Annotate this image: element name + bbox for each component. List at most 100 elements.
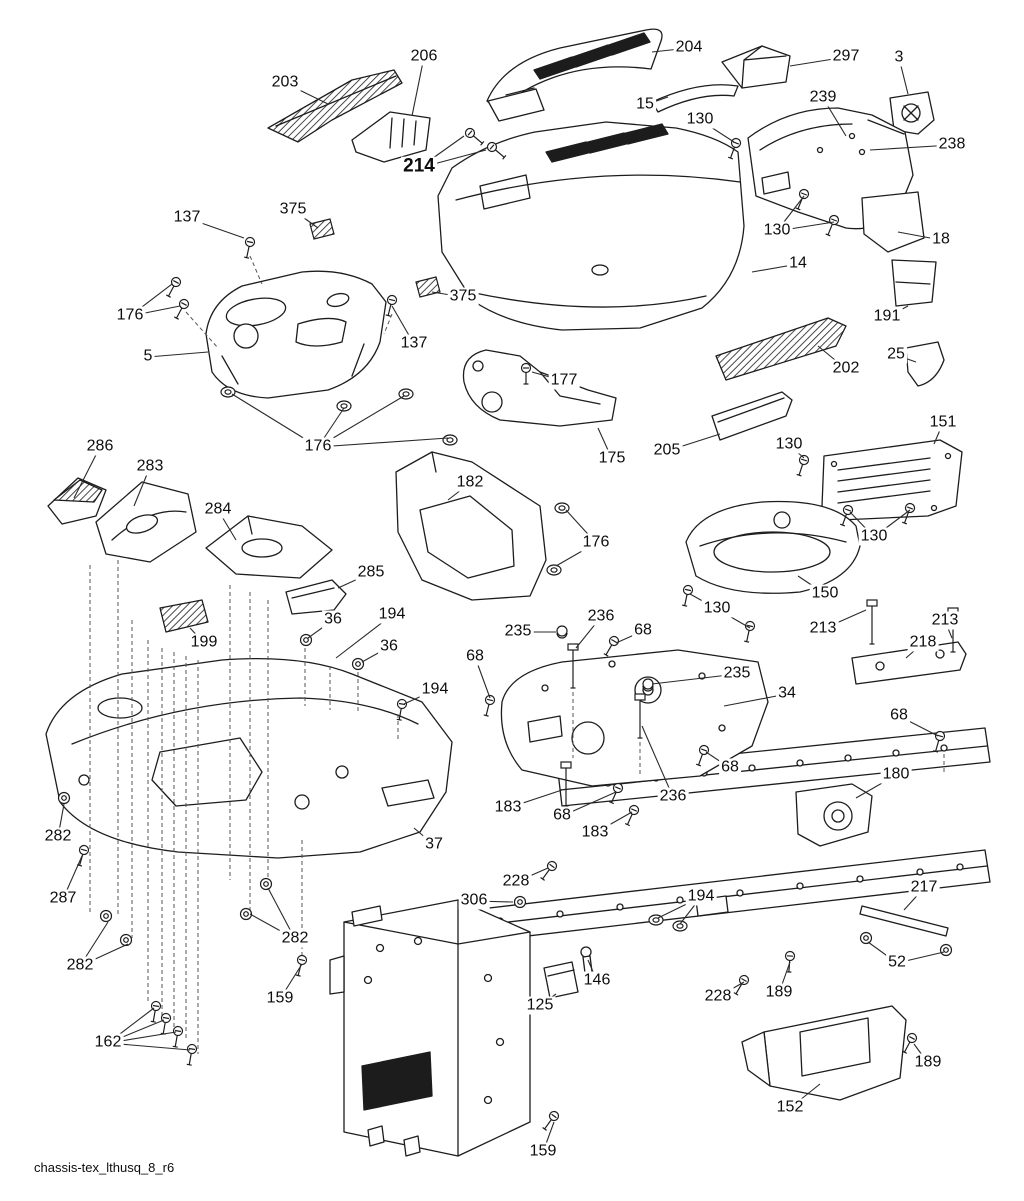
drawing-id-label: chassis-tex_lthusq_8_r6 <box>34 1160 175 1175</box>
part-callout-203: 203 <box>269 73 301 92</box>
part-callout-159: 159 <box>527 1142 559 1161</box>
part-callout-15: 15 <box>634 95 656 114</box>
part-callout-68: 68 <box>888 706 910 725</box>
part-callout-146: 146 <box>581 971 613 990</box>
part-callout-68: 68 <box>551 806 573 825</box>
part-150-fan-housing <box>685 500 861 594</box>
part-callout-137: 137 <box>398 334 430 353</box>
part-callout-159: 159 <box>264 989 296 1008</box>
part-callout-68: 68 <box>719 758 741 777</box>
part-202-grille-strip <box>715 317 847 381</box>
part-callout-236: 236 <box>657 787 689 806</box>
part-callout-125: 125 <box>524 996 556 1015</box>
part-callout-213: 213 <box>929 611 961 630</box>
part-25-bracket <box>905 341 945 387</box>
part-callout-284: 284 <box>202 500 234 519</box>
part-callout-235: 235 <box>502 622 534 641</box>
part-217-link-rod <box>859 905 949 937</box>
part-callout-137: 137 <box>171 208 203 227</box>
part-callout-228: 228 <box>500 872 532 891</box>
part-204-grille <box>486 28 663 122</box>
part-callout-206: 206 <box>408 47 440 66</box>
part-callout-238: 238 <box>936 135 968 154</box>
part-callout-130: 130 <box>761 221 793 240</box>
part-180-bracket <box>795 783 873 847</box>
part-callout-191: 191 <box>871 307 903 326</box>
part-callout-375: 375 <box>277 200 309 219</box>
part-callout-236: 236 <box>585 607 617 626</box>
part-206-bracket <box>351 111 431 163</box>
part-191-panel <box>891 259 937 307</box>
part-callout-218: 218 <box>907 633 939 652</box>
part-callout-228: 228 <box>702 987 734 1006</box>
part-callout-306: 306 <box>458 891 490 910</box>
part-callout-189: 189 <box>763 983 795 1002</box>
part-callout-36: 36 <box>378 637 400 656</box>
part-callout-282: 282 <box>42 827 74 846</box>
part-callout-194: 194 <box>419 680 451 699</box>
part-callout-68: 68 <box>464 647 486 666</box>
part-callout-205: 205 <box>651 441 683 460</box>
part-callout-176: 176 <box>114 306 146 325</box>
part-callout-282: 282 <box>279 929 311 948</box>
part-125-cover <box>543 961 579 999</box>
part-callout-150: 150 <box>809 584 841 603</box>
part-callout-68: 68 <box>632 621 654 640</box>
part-218-support-bar <box>851 641 967 685</box>
part-callout-235: 235 <box>721 664 753 683</box>
part-callout-204: 204 <box>673 38 705 57</box>
part-callout-183: 183 <box>492 798 524 817</box>
part-callout-162: 162 <box>92 1033 124 1052</box>
part-callout-182: 182 <box>454 473 486 492</box>
part-callout-282: 282 <box>64 956 96 975</box>
part-callout-286: 286 <box>84 437 116 456</box>
part-callout-37: 37 <box>423 835 445 854</box>
part-182-panel <box>395 451 547 601</box>
leader-line <box>641 725 674 798</box>
part-callout-239: 239 <box>807 88 839 107</box>
part-callout-36: 36 <box>322 610 344 629</box>
part-284-fender-cap <box>205 515 333 579</box>
part-callout-151: 151 <box>927 413 959 432</box>
part-callout-14: 14 <box>787 254 809 273</box>
leader-line <box>147 351 209 358</box>
part-callout-177: 177 <box>548 371 580 390</box>
part-5-dash-panel <box>205 270 387 399</box>
leader-line <box>411 56 425 117</box>
part-frame-front-section <box>329 899 531 1157</box>
part-callout-194: 194 <box>685 887 717 906</box>
part-callout-214: 214 <box>401 155 437 178</box>
part-callout-189: 189 <box>912 1053 944 1072</box>
assembly-alignment-lines <box>89 255 945 1054</box>
part-callout-5: 5 <box>141 347 155 366</box>
part-203-shaft-cover <box>267 69 403 143</box>
part-152-battery-box <box>741 1005 907 1101</box>
part-callout-130: 130 <box>701 599 733 618</box>
part-297-pad <box>721 45 791 89</box>
leader-line <box>73 446 101 499</box>
part-callout-285: 285 <box>355 563 387 582</box>
pad-375-icon <box>309 218 335 240</box>
part-283-fender-cap <box>95 481 197 563</box>
part-callout-297: 297 <box>830 47 862 66</box>
part-callout-217: 217 <box>908 878 940 897</box>
part-callout-194: 194 <box>376 605 408 624</box>
part-callout-175: 175 <box>596 449 628 468</box>
part-18-panel <box>861 191 925 253</box>
part-callout-375: 375 <box>447 287 479 306</box>
part-callout-183: 183 <box>579 823 611 842</box>
part-15-trim-strip <box>651 84 739 113</box>
part-205-strip <box>711 391 793 441</box>
part-3-plate <box>889 91 935 135</box>
leader-line <box>317 437 449 448</box>
part-callout-3: 3 <box>892 48 906 67</box>
part-callout-130: 130 <box>773 435 805 454</box>
part-285-trim <box>285 579 347 615</box>
part-callout-52: 52 <box>886 953 908 972</box>
part-175-bracket <box>462 349 617 427</box>
part-199-pad <box>159 599 209 633</box>
part-callout-34: 34 <box>776 684 798 703</box>
part-callout-25: 25 <box>885 345 907 364</box>
